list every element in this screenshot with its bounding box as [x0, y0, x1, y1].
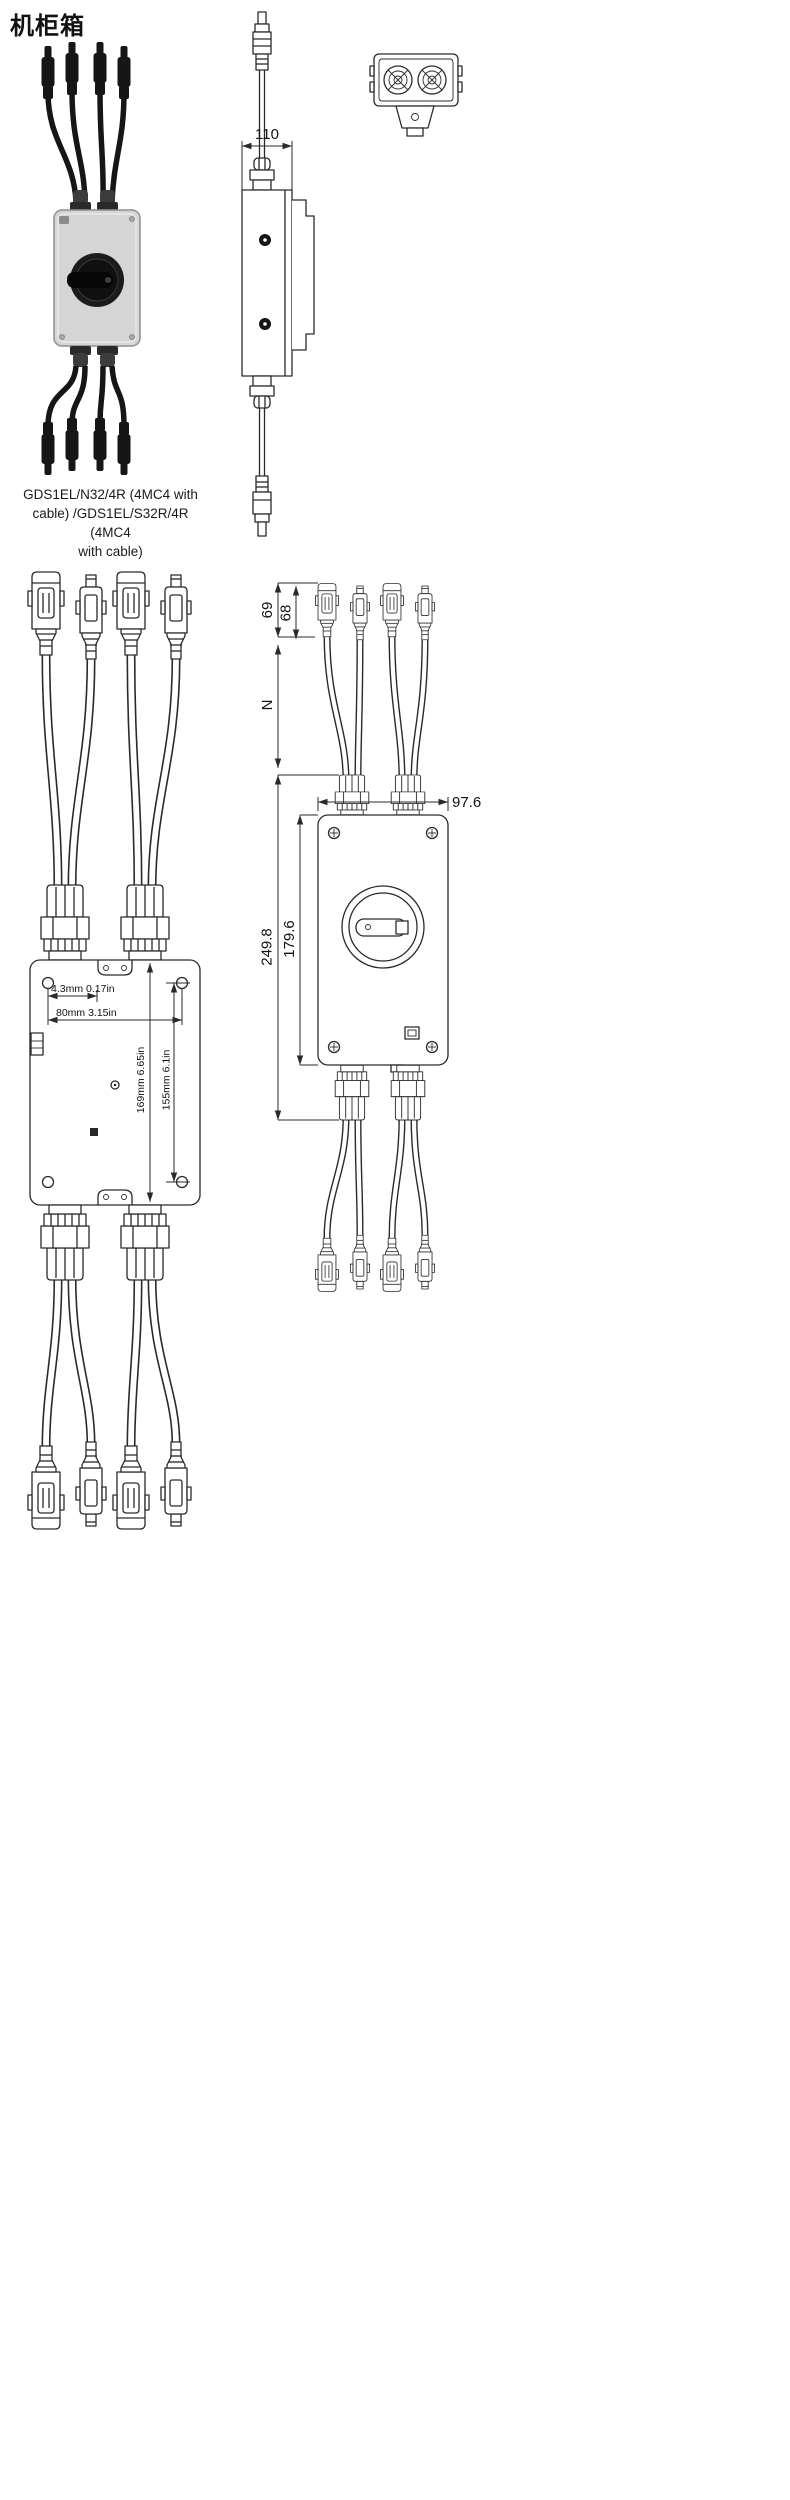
mc4-connector	[27, 571, 192, 660]
cable-gland	[70, 190, 118, 211]
dim-label-hole-offset: 4.3mm 0.17in	[51, 983, 115, 995]
indicator-window	[404, 1026, 420, 1040]
bottom-bracket	[97, 1189, 133, 1205]
nameplate	[59, 216, 69, 224]
logo-mark	[90, 1128, 98, 1136]
cable	[323, 634, 429, 781]
product-photo	[41, 42, 141, 475]
dimension-partial: N	[259, 645, 282, 768]
mc4-connector	[41, 418, 131, 475]
dimension-width-110: 110	[241, 126, 293, 190]
dim-label-179-6: 179.6	[281, 920, 298, 958]
photo-cables-bottom	[45, 365, 127, 427]
model-caption: GDS1EL/N32/4R (4MC4 with cable) /GDS1EL/…	[18, 486, 203, 562]
dim-label-hole-height: 155mm 6.1in	[161, 1049, 173, 1110]
dimension-hole-offset: 4.3mm 0.17in	[47, 983, 115, 1025]
cable-gland	[334, 774, 426, 816]
dim-label-110: 110	[255, 126, 279, 143]
cable	[323, 1116, 429, 1239]
front-view-with-switch-drawing: 69 68 N 249.8 179.6 97.6	[259, 582, 481, 1292]
rotary-handle	[341, 885, 425, 969]
gland-top-view	[383, 65, 413, 95]
enclosure-body	[317, 814, 449, 1073]
enclosure-body	[241, 189, 315, 377]
mc4-connector	[315, 1234, 436, 1292]
cable-gland	[334, 1064, 426, 1121]
dim-label-69: 69	[259, 602, 276, 619]
cable	[258, 408, 266, 476]
dimension-body-height: 179.6	[281, 814, 318, 1066]
corner-screw	[327, 826, 439, 1054]
dim-label-249-8: 249.8	[259, 928, 276, 966]
side-view-drawing: 110	[241, 11, 315, 537]
dimension-overall: 249.8	[259, 774, 339, 1121]
cable-gland	[249, 157, 275, 191]
rotary-knob	[67, 253, 124, 307]
center-hole	[110, 1080, 120, 1090]
mounting-hole	[41, 1175, 55, 1189]
dimension-overall-height: 169mm 6.65in	[135, 963, 154, 1202]
dim-label-97-6: 97.6	[452, 794, 481, 811]
front-view-drawing: 4.3mm 0.17in 80mm 3.15in 169mm 6.65in 15…	[27, 571, 201, 1530]
gland-top-view	[417, 65, 447, 95]
model-caption-line1: GDS1EL/N32/4R (4MC4 with	[23, 487, 198, 502]
dim-label-68: 68	[278, 605, 295, 622]
top-view-drawing	[369, 53, 463, 137]
mc4-connector	[252, 475, 272, 537]
cable	[41, 654, 181, 890]
dim-label-hole-spacing: 80mm 3.15in	[56, 1007, 117, 1019]
mc4-connector	[315, 583, 436, 641]
dimension-hole-spacing: 80mm 3.15in	[48, 988, 183, 1025]
model-caption-line3: with cable)	[78, 543, 143, 559]
mc4-connector	[252, 11, 272, 71]
cable-gland	[40, 884, 170, 961]
cable-gland	[70, 346, 118, 367]
dim-label-overall-height: 169mm 6.65in	[135, 1047, 147, 1114]
cable	[41, 1276, 181, 1449]
mc4-connector	[27, 1441, 192, 1530]
dimension-hole-height: 155mm 6.1in	[161, 982, 190, 1183]
page-title: 机柜箱	[10, 13, 85, 40]
cable-gland	[249, 375, 275, 409]
dimension-width: 97.6	[317, 794, 481, 811]
top-bracket	[97, 960, 133, 976]
photo-cables-top	[45, 89, 127, 203]
dimension-male-connector: 68	[278, 586, 300, 639]
mc4-connector	[41, 42, 131, 99]
handle-shroud	[395, 105, 435, 129]
side-latch	[30, 1032, 44, 1056]
cable-gland	[40, 1204, 170, 1281]
model-caption-line2: cable) /GDS1EL/S32R/4R (4MC4	[32, 505, 189, 540]
dim-label-n: N	[259, 700, 276, 711]
side-projection	[292, 199, 315, 351]
